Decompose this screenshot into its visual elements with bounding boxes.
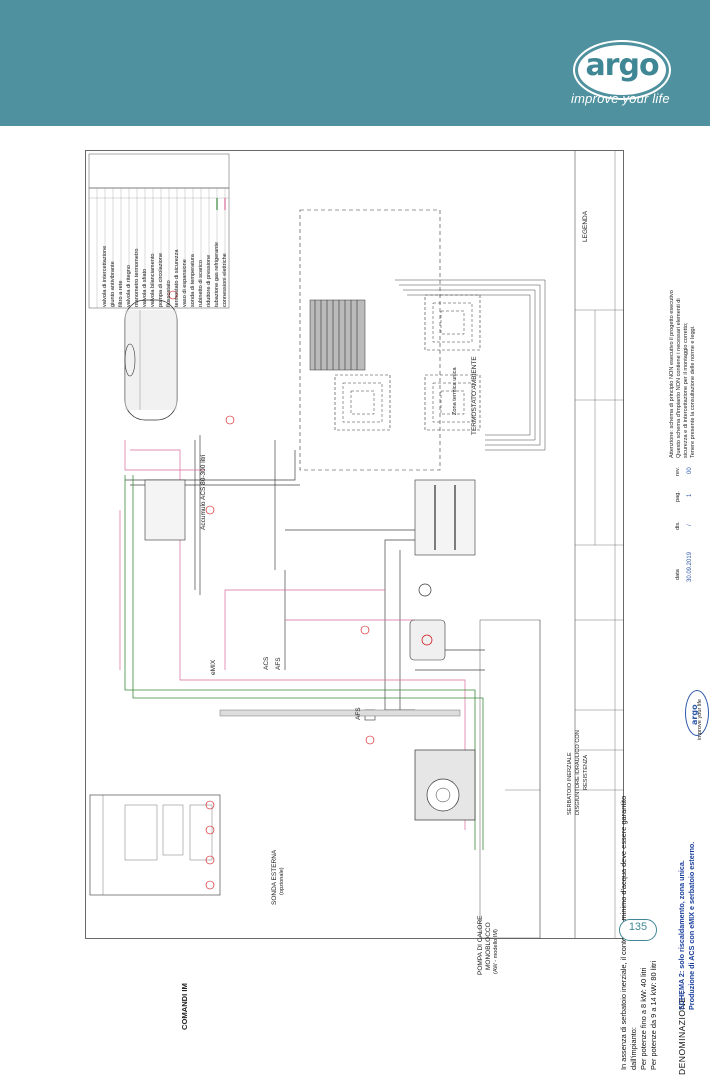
note-line: Per potenze fino a 8 kW: 40 litri — [639, 967, 648, 1070]
legend-item: riduttore di pressione — [206, 254, 212, 307]
page-number: 135 — [628, 921, 648, 933]
label-emix: eMIX — [210, 659, 217, 675]
rev-label: rev. — [675, 467, 681, 476]
legend-item: tubazione gas refrigerante — [214, 242, 220, 307]
label-resistenza: RESISTENZA — [583, 754, 589, 790]
scheme-lines — [85, 150, 624, 939]
label-monoblocco: MONOBLOCCO — [485, 922, 492, 970]
attention-line: Attenzione: schema di principio NON esec… — [669, 290, 675, 458]
legend-item: pompa di circolazione — [158, 252, 164, 307]
legend-item: flussostato — [166, 280, 172, 307]
scheme-drawing: LEGENDA valvola di intercettazione giunt… — [85, 150, 709, 1075]
legend-item: vaso di espansione — [182, 259, 188, 307]
legend-item: manometro termometro — [134, 248, 140, 307]
legend-item: connessioni elettriche — [222, 253, 228, 307]
pag-label: pag. — [675, 491, 681, 502]
scheme-title-1: SCHEMA 2: solo riscaldamento, zona unica… — [677, 860, 686, 1010]
attention-line: Questo schema d'impianto NON contiene i … — [676, 298, 682, 458]
logo-wordmark: argo — [585, 48, 659, 83]
legend-item: valvola bilanciamento — [150, 253, 156, 307]
legend-item: termostato di sicurezza — [174, 249, 180, 307]
comandi-title: COMANDI IM — [180, 983, 189, 1030]
attention-line: sicurezza e di intercettazione per il mo… — [683, 322, 689, 458]
pag-value: 1 — [687, 493, 693, 497]
legend-item: sonda di temperatura — [190, 254, 196, 307]
legend-title: LEGENDA — [582, 210, 589, 242]
data-label: data — [675, 569, 681, 580]
label-acs: ACS — [263, 656, 270, 670]
legend-item: filtro a rete — [118, 280, 124, 307]
legend-item: valvola di intercettazione — [102, 245, 108, 307]
label-modello: (AW - modello IM) — [493, 929, 499, 974]
rev-value: 00 — [687, 467, 693, 474]
legend-item: valvola di sfiato — [142, 268, 148, 307]
scheme-title-2: Produzione di ACS con eMIX e serbatoio e… — [687, 841, 696, 1010]
label-afs-2: AFS — [355, 707, 362, 720]
page-number-badge — [619, 919, 657, 941]
dis-label: dis. — [675, 521, 681, 530]
label-disgiuntore: DISGIUNTORE IDRAULICO CON — [575, 730, 581, 815]
label-pompa: POMPA DI CALORE — [477, 915, 484, 975]
legend-item: rubinetto di scarico — [198, 260, 204, 307]
legend-item: giunto antivibrante — [110, 261, 116, 307]
label-sonda: SONDA ESTERNA — [271, 849, 278, 905]
note-line: dall'impianto: — [629, 1027, 638, 1070]
label-sonda-opt: (opzionale) — [279, 867, 285, 895]
note-line: Per potenze da 9 a 14 kW: 80 litri — [649, 960, 658, 1070]
dis-value: / — [687, 524, 693, 526]
label-zona: Zona termica unica — [452, 367, 458, 415]
logo-tagline: improve your life — [571, 91, 670, 106]
legend-item: valvola di ritegno — [126, 265, 132, 307]
label-afs: AFS — [275, 657, 282, 670]
label-accumulo: Accumulo ACS 80-300 litri — [200, 454, 207, 530]
argo-logo — [575, 42, 669, 98]
company-tagline: improve your life — [697, 698, 703, 740]
data-value: 30.09.2019 — [687, 551, 693, 582]
attention-line: Tenere presente la consultazione delle n… — [690, 325, 696, 458]
label-serbatoio: SERBATOIO INERZIALE — [567, 752, 573, 815]
company-logo — [685, 690, 709, 736]
label-termostato: TERMOSTATO AMBIENTE — [471, 356, 478, 435]
